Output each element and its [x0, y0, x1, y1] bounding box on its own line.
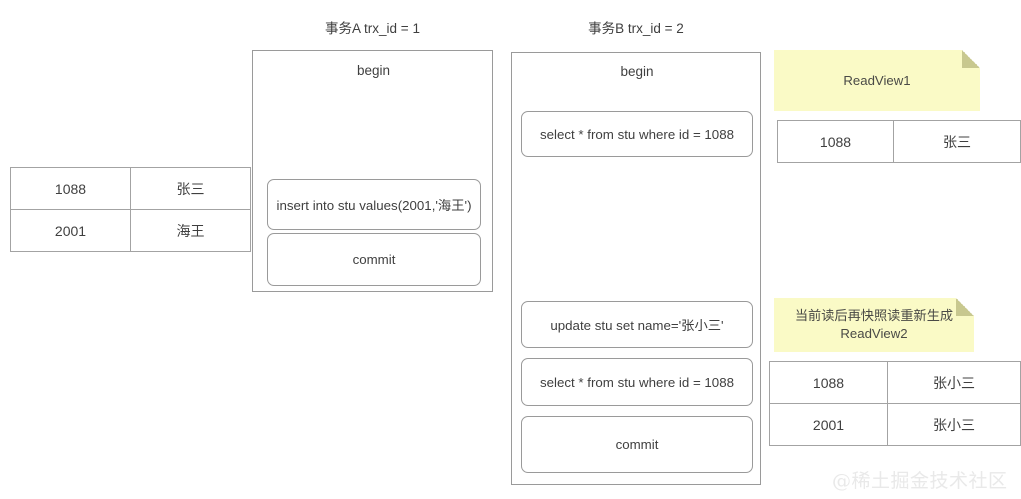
statement-insert[interactable]: insert into stu values(2001,'海王')	[267, 179, 481, 230]
statement-select-second[interactable]: select * from stu where id = 1088	[521, 358, 753, 406]
statement-commit-b[interactable]: commit	[521, 416, 753, 473]
transaction-b-title: 事务B trx_id = 2	[588, 21, 684, 36]
cell-name: 张小三	[887, 361, 1021, 404]
transaction-b-box: begin select * from stu where id = 1088 …	[511, 52, 761, 485]
table-row: 1088 张小三	[769, 361, 1021, 404]
cell-id: 1088	[769, 361, 888, 404]
cell-name: 张三	[893, 120, 1021, 163]
note-fold-corner-icon	[956, 298, 974, 316]
statement-select-first[interactable]: select * from stu where id = 1088	[521, 111, 753, 157]
readview2-note: 当前读后再快照读重新生成 ReadView2	[774, 298, 974, 352]
cell-name: 张三	[130, 167, 251, 210]
readview2-note-label: 当前读后再快照读重新生成 ReadView2	[794, 308, 954, 341]
cell-name: 海王	[130, 209, 251, 252]
readview1-note-label: ReadView1	[843, 72, 911, 88]
readview1-result-table: 1088 张三	[777, 120, 1021, 163]
transaction-a-begin-label: begin	[356, 63, 391, 78]
watermark: @稀土掘金技术社区	[832, 470, 1008, 492]
cell-id: 1088	[10, 167, 131, 210]
table-row: 1088 张三	[777, 120, 1021, 163]
statement-commit-a[interactable]: commit	[267, 233, 481, 286]
transaction-b-begin-label: begin	[620, 64, 654, 79]
cell-id: 1088	[777, 120, 894, 163]
transaction-a-box: begin insert into stu values(2001,'海王') …	[252, 50, 493, 292]
readview1-note: ReadView1	[774, 50, 980, 111]
note-fold-corner-icon	[962, 50, 980, 68]
transaction-a-title: 事务A trx_id = 1	[325, 21, 420, 36]
cell-id: 2001	[769, 403, 888, 446]
table-row: 1088 张三	[10, 167, 251, 210]
cell-id: 2001	[10, 209, 131, 252]
cell-name: 张小三	[887, 403, 1021, 446]
table-row: 2001 海王	[10, 209, 251, 252]
readview2-result-table: 1088 张小三 2001 张小三	[769, 361, 1021, 446]
initial-data-table: 1088 张三 2001 海王	[10, 167, 251, 252]
table-row: 2001 张小三	[769, 403, 1021, 446]
statement-update[interactable]: update stu set name='张小三'	[521, 301, 753, 348]
